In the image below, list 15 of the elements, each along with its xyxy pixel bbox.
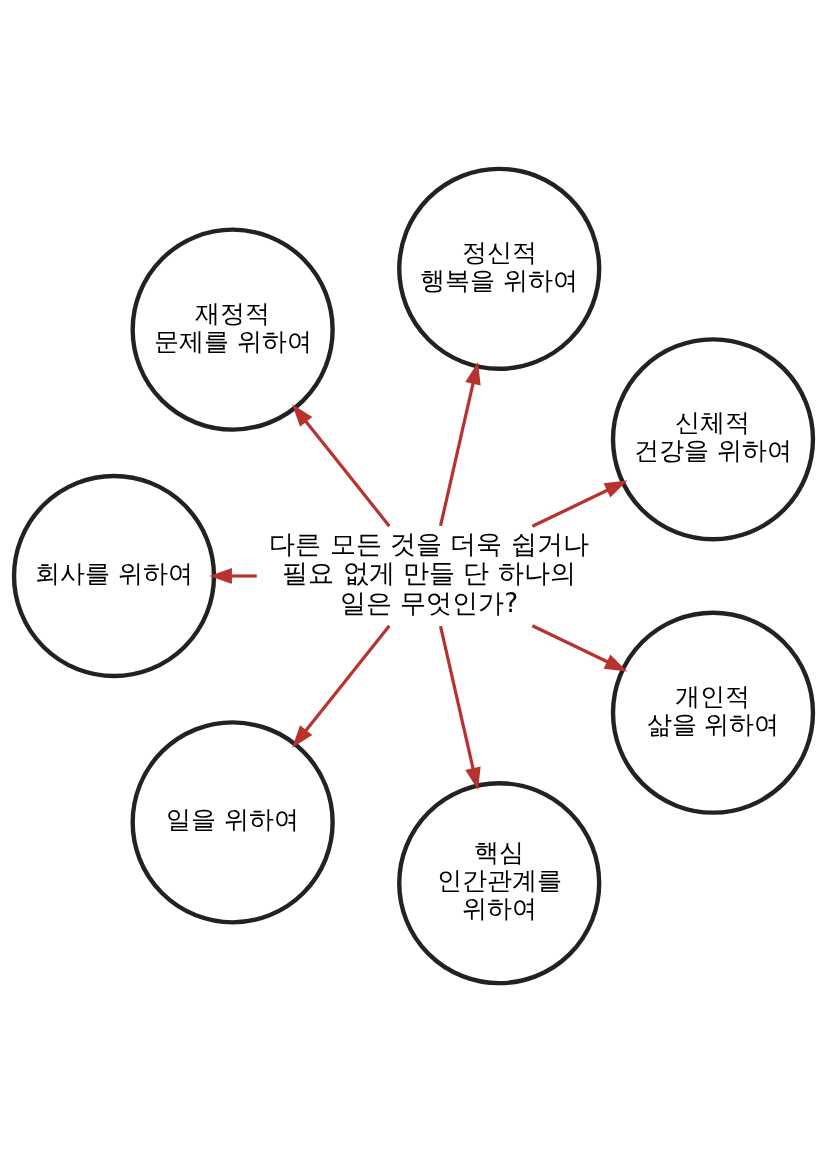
arrow [438,361,481,526]
node-text: 다른 모든 것을 더욱 쉽거나 필요 없게 만들 단 하나의 일은 무엇인가? [269,528,589,618]
node-circle: 신체적 건강을 위하여 [610,336,816,541]
arrow [292,403,391,527]
arrow [438,625,481,790]
node-circle: 회사를 위하여 [11,473,217,678]
node-circle: 개인적 삶을 위하여 [610,610,816,815]
node-circle: 일을 위하여 [130,719,335,924]
arrow [292,624,391,748]
arrow [531,480,628,528]
node-circle: 재정적 문제를 위하여 [130,227,335,432]
node-circle: 정신적 행복을 위하여 [397,166,602,371]
node-circle: 핵심 인간관계를 위하여 [397,780,602,985]
arrow [531,623,628,671]
arrow [209,567,257,584]
